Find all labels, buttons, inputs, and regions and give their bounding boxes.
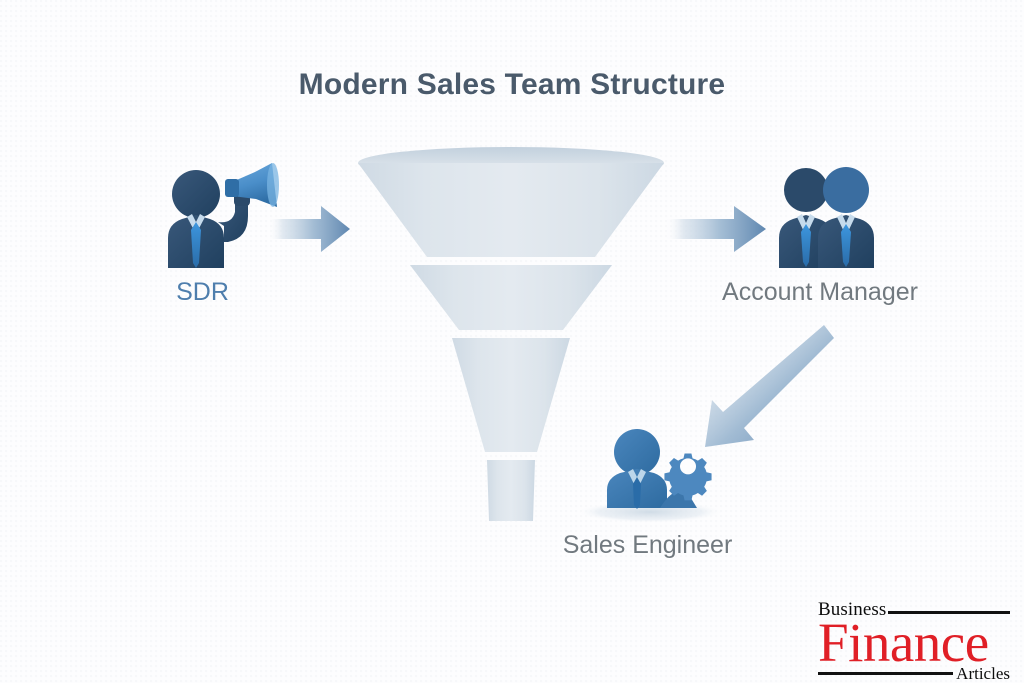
person-with-megaphone-icon xyxy=(168,163,279,268)
megaphone-bell xyxy=(267,163,279,207)
sdr-tie xyxy=(191,222,201,268)
logo-bottom-row: Articles xyxy=(818,665,1010,683)
logo-top-row: Business xyxy=(818,597,1010,619)
se-tie xyxy=(633,477,641,509)
logo-rule-top xyxy=(888,611,1010,614)
label-sales-engineer: Sales Engineer xyxy=(562,531,733,559)
funnel-segment-3 xyxy=(452,338,570,452)
logo-word-business: Business xyxy=(818,599,887,620)
arrow-account-manager-to-sales-engineer xyxy=(705,325,834,447)
gear-icon xyxy=(664,453,712,501)
arrow-sdr-to-funnel xyxy=(268,206,350,252)
brand-logo[interactable]: Business Finance Articles xyxy=(818,597,1010,682)
am-person-1-tie xyxy=(801,224,811,267)
page-title: Modern Sales Team Structure xyxy=(298,68,726,101)
logo-word-articles: Articles xyxy=(956,664,1010,683)
sales-funnel xyxy=(358,147,664,521)
am-person-2-tie xyxy=(841,224,851,267)
logo-word-finance: Finance xyxy=(818,612,989,673)
label-sdr: SDR xyxy=(176,278,229,306)
person-with-gear-icon xyxy=(576,429,724,523)
logo-rule-bottom xyxy=(818,672,954,675)
sdr-head xyxy=(172,170,220,218)
am-person-1-head xyxy=(784,168,828,212)
sdr-arm xyxy=(218,200,248,242)
label-account-manager: Account Manager xyxy=(722,278,918,306)
arrow-funnel-to-account-manager xyxy=(665,206,766,252)
funnel-segment-1 xyxy=(358,163,664,257)
megaphone-neck xyxy=(225,179,239,197)
funnel-segment-2 xyxy=(410,265,612,330)
megaphone-cone xyxy=(232,163,277,207)
am-person-2-head xyxy=(823,167,869,213)
funnel-segment-4 xyxy=(487,460,535,521)
two-businesspeople-icon xyxy=(779,167,874,268)
se-head xyxy=(614,429,660,475)
